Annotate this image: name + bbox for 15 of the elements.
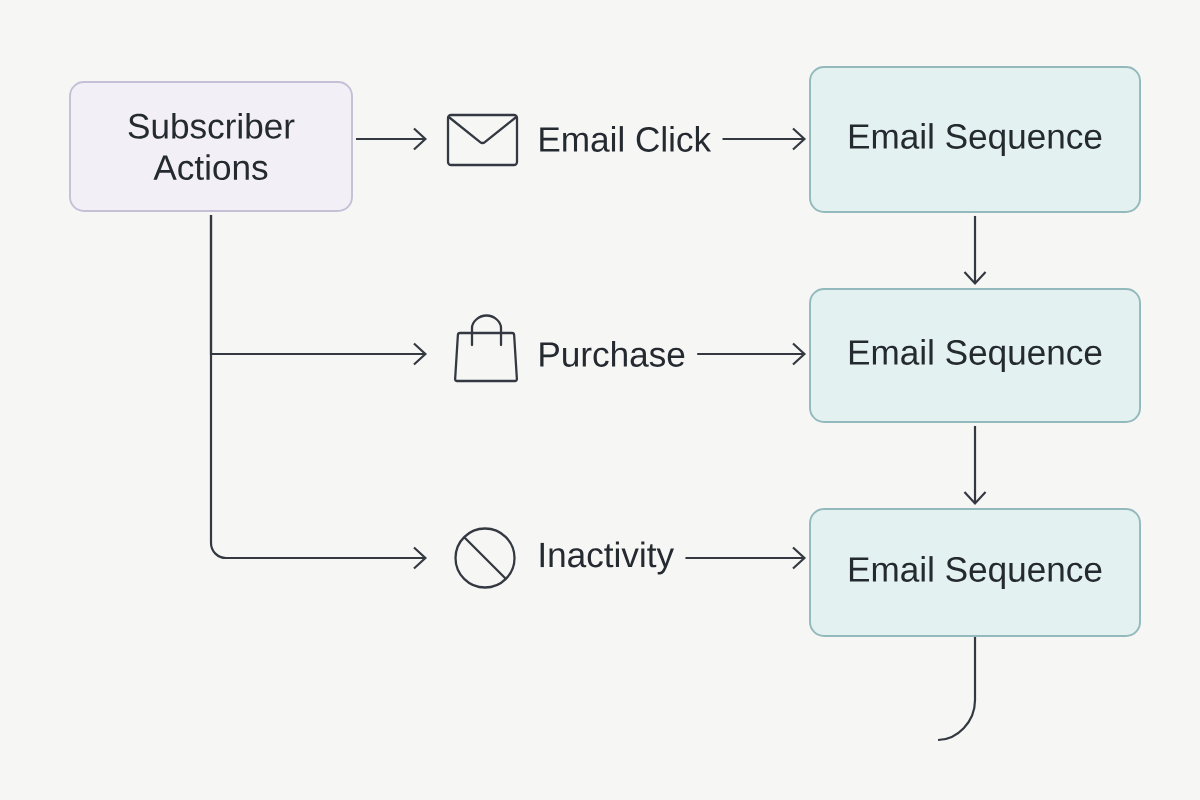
- trigger-label: Purchase: [540, 341, 685, 367]
- arrow: [685, 546, 807, 570]
- arrow: [963, 215, 987, 286]
- arrow: [697, 342, 807, 366]
- arrow: [355, 127, 427, 151]
- arrow: [722, 127, 807, 151]
- sequence-box: Email Sequence: [809, 66, 1141, 213]
- arrow: [209, 214, 427, 570]
- trigger-label: Email Click: [540, 126, 712, 152]
- trigger-label: Inactivity: [540, 541, 674, 575]
- connector-line: [937, 636, 977, 742]
- action-box: Subscriber Actions: [69, 81, 353, 212]
- sequence-box: Email Sequence: [809, 508, 1141, 637]
- sequence-box: Email Sequence: [809, 288, 1141, 423]
- arrow: [963, 425, 987, 506]
